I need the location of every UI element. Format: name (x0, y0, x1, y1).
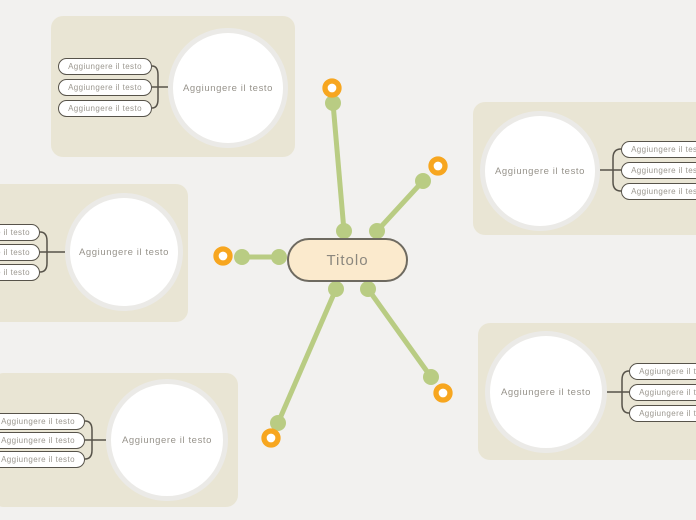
topic-top-right-label: Aggiungere il testo (494, 165, 586, 177)
root-topic[interactable]: Titolo (287, 238, 408, 282)
root-topic-label: Titolo (326, 251, 369, 269)
branch-left-end-dot (234, 249, 250, 265)
branch-bottom-right-add-ring[interactable] (433, 383, 453, 403)
topic-mid-left-label: Aggiungere il testo (78, 246, 170, 258)
branch-bottom-right-line (365, 287, 434, 379)
topic-top-left-subtopic-pill[interactable]: Aggiungere il testo (58, 99, 152, 117)
topic-top-right-subtopic-pill[interactable]: Aggiungere il testo (621, 161, 696, 179)
topic-bottom-right-subtopic-label: Aggiungere il testo (639, 408, 696, 418)
branch-top-end-dot (325, 95, 341, 111)
branch-bottom-left-root-dot (328, 281, 344, 297)
topic-bottom-left-subtopic-pill[interactable]: Aggiungere il testo (0, 450, 85, 468)
topic-bottom-left-subtopic-label: Aggiungere il testo (1, 416, 75, 426)
topic-mid-left-subtopic-label: Aggiungere il testo (0, 267, 30, 277)
topic-bottom-left-subtopic-label: Aggiungere il testo (1, 454, 75, 464)
branch-upper-right-end-dot (415, 173, 431, 189)
topic-top-left-subtopic-pill[interactable]: Aggiungere il testo (58, 57, 152, 75)
topic-mid-left-subtopic-pill[interactable]: Aggiungere il testo (0, 223, 40, 241)
topic-top-right-subtopic-label: Aggiungere il testo (631, 186, 696, 196)
topic-bottom-right-circle[interactable]: Aggiungere il testo (485, 331, 607, 453)
topic-top-left-circle[interactable]: Aggiungere il testo (168, 28, 288, 148)
topic-mid-left-subtopic-label: Aggiungere il testo (0, 227, 30, 237)
topic-bottom-right-subtopic-pill[interactable]: Aggiungere il testo (629, 362, 696, 380)
topic-bottom-left-subtopic-pill[interactable]: Aggiungere il testo (0, 412, 85, 430)
topic-top-right-circle[interactable]: Aggiungere il testo (480, 111, 600, 231)
topic-top-left-subtopic-label: Aggiungere il testo (68, 82, 142, 92)
topic-top-right-subtopic-pill[interactable]: Aggiungere il testo (621, 182, 696, 200)
topic-mid-left-subtopic-pill[interactable]: Aggiungere il testo (0, 243, 40, 261)
topic-top-left-subtopic-label: Aggiungere il testo (68, 103, 142, 113)
topic-bottom-right-label: Aggiungere il testo (500, 386, 592, 398)
topic-mid-left-circle[interactable]: Aggiungere il testo (65, 193, 183, 311)
topic-bottom-left-circle[interactable]: Aggiungere il testo (106, 379, 228, 501)
topic-bottom-right-subtopic-label: Aggiungere il testo (639, 387, 696, 397)
branch-bottom-left-add-ring[interactable] (261, 428, 281, 448)
branch-bottom-left-end-dot (270, 415, 286, 431)
branch-left-add-ring[interactable] (213, 246, 233, 266)
topic-mid-left-subtopic-label: Aggiungere il testo (0, 247, 30, 257)
topic-top-left-subtopic-label: Aggiungere il testo (68, 61, 142, 71)
topic-top-right-subtopic-label: Aggiungere il testo (631, 165, 696, 175)
topic-bottom-right-subtopic-pill[interactable]: Aggiungere il testo (629, 383, 696, 401)
branch-top-line (330, 102, 347, 232)
topic-bottom-right-subtopic-pill[interactable]: Aggiungere il testo (629, 404, 696, 422)
branch-top-add-ring[interactable] (322, 78, 342, 98)
topic-bottom-left-subtopic-pill[interactable]: Aggiungere il testo (0, 431, 85, 449)
branch-bottom-right-root-dot (360, 281, 376, 297)
topic-top-left-subtopic-pill[interactable]: Aggiungere il testo (58, 78, 152, 96)
branch-upper-right-line (375, 179, 425, 233)
branch-upper-right-root-dot (369, 223, 385, 239)
topic-bottom-left-label: Aggiungere il testo (121, 434, 213, 446)
topic-top-left-label: Aggiungere il testo (182, 82, 274, 94)
topic-mid-left-subtopic-pill[interactable]: Aggiungere il testo (0, 263, 40, 281)
topic-top-right-subtopic-pill[interactable]: Aggiungere il testo (621, 140, 696, 158)
branch-bottom-left-line (275, 288, 339, 424)
topic-top-right-subtopic-label: Aggiungere il testo (631, 144, 696, 154)
topic-bottom-right-subtopic-label: Aggiungere il testo (639, 366, 696, 376)
branch-left-root-dot (271, 249, 287, 265)
branch-top-root-dot (336, 223, 352, 239)
branch-bottom-right-end-dot (423, 369, 439, 385)
topic-bottom-left-subtopic-label: Aggiungere il testo (1, 435, 75, 445)
branch-upper-right-add-ring[interactable] (428, 156, 448, 176)
